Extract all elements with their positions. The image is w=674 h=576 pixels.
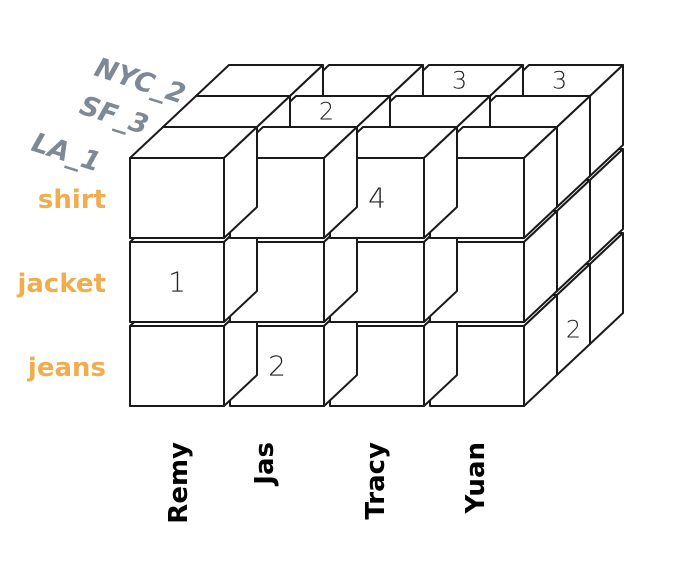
column-label-tracy: Tracy	[361, 442, 391, 520]
cube-grid: 3 3 2 2 2 1 4	[129, 64, 624, 407]
cube-front-face	[129, 325, 225, 407]
cell-value: 2	[319, 98, 334, 126]
cell-value: 1	[168, 266, 186, 299]
column-label-jas: Jas	[250, 442, 280, 487]
cube-front-face	[129, 241, 225, 323]
row-label-jacket: jacket	[16, 269, 106, 299]
column-label-remy: Remy	[164, 442, 194, 524]
column-label-yuan: Yuan	[461, 442, 491, 515]
cube-front-face	[129, 157, 225, 239]
cell-value: 3	[552, 67, 567, 95]
cell-value: 2	[566, 316, 581, 344]
row-label-shirt: shirt	[38, 185, 106, 215]
cell-value: 4	[368, 182, 386, 215]
cell-value: 2	[268, 350, 286, 383]
row-label-jeans: jeans	[27, 353, 106, 383]
cube-la_1-shirt-yuan	[429, 126, 558, 239]
layer-label-la-1: LA_1	[28, 127, 105, 178]
cube-la_1-shirt-remy	[129, 126, 258, 239]
cell-value: 3	[452, 67, 467, 95]
